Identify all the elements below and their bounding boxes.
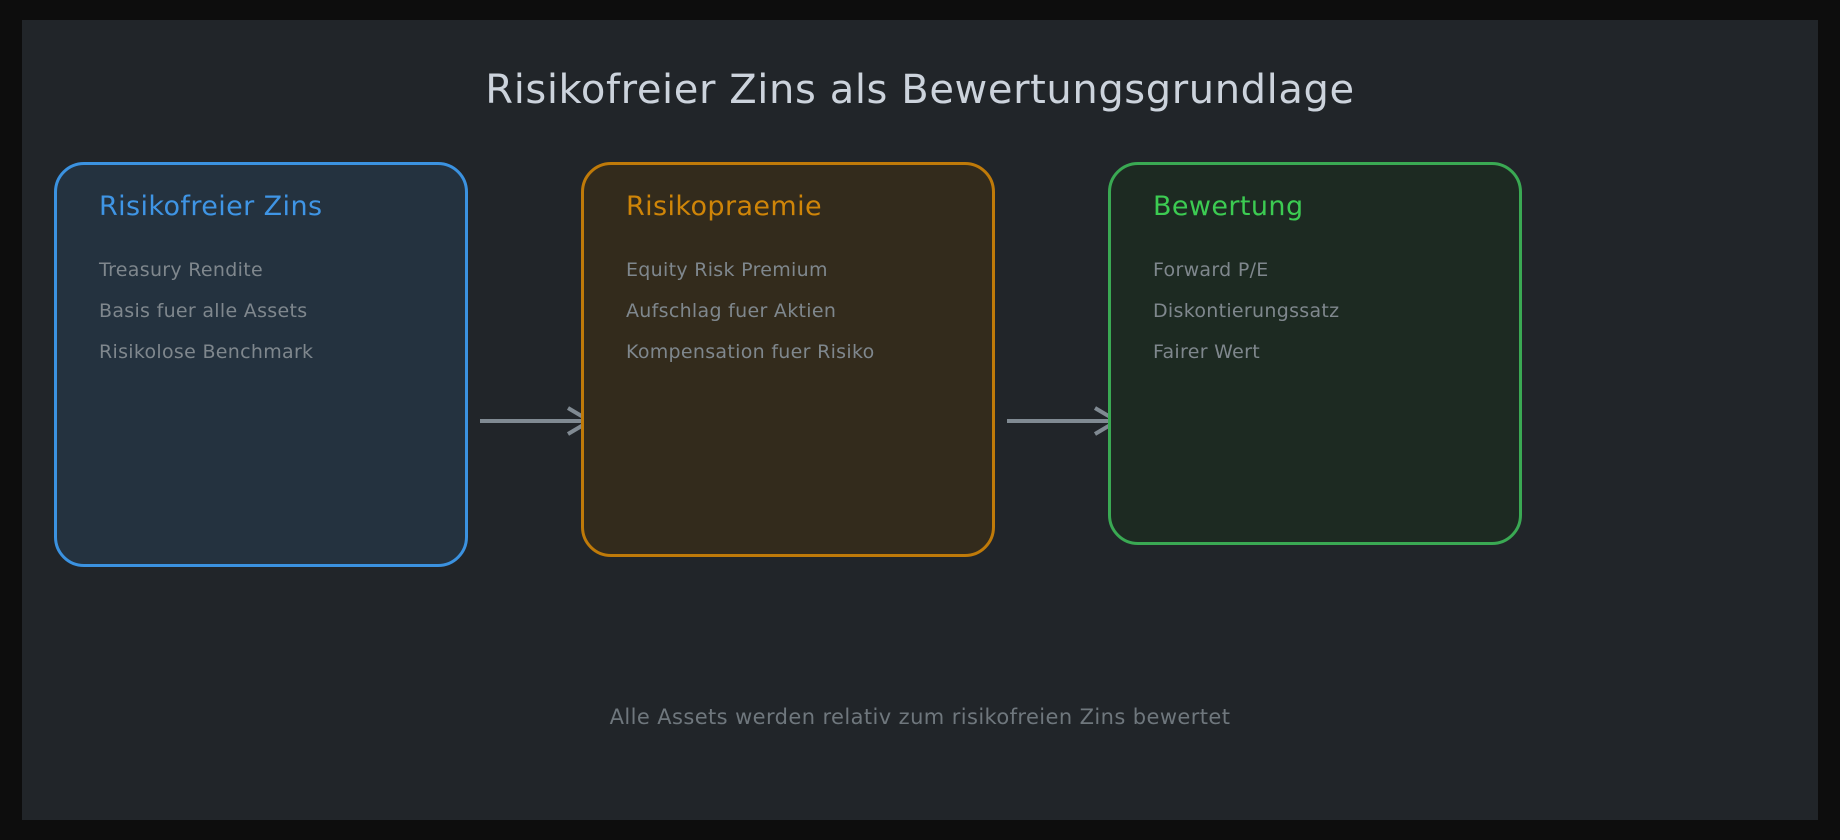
list-item: Equity Risk Premium xyxy=(626,259,828,281)
card-item-list: Forward P/E Diskontierungssatz Fairer We… xyxy=(1153,250,1503,373)
card-item-list: Equity Risk Premium Aufschlag fuer Aktie… xyxy=(626,250,976,373)
list-item: Aufschlag fuer Aktien xyxy=(626,300,837,322)
list-item: Forward P/E xyxy=(1153,259,1269,281)
list-item: Treasury Rendite xyxy=(99,259,263,281)
concept-card-risikopraemie[interactable]: Risikopraemie Equity Risk Premium Aufsch… xyxy=(581,162,995,557)
concept-card-bewertung[interactable]: Bewertung Forward P/E Diskontierungssatz… xyxy=(1108,162,1522,545)
card-item-list: Treasury Rendite Basis fuer alle Assets … xyxy=(99,250,449,373)
concept-card-risikofreier-zins[interactable]: Risikofreier Zins Treasury Rendite Basis… xyxy=(54,162,468,567)
list-item: Basis fuer alle Assets xyxy=(99,300,308,322)
arrow-right-icon xyxy=(478,405,598,437)
card-title: Bewertung xyxy=(1153,191,1304,222)
footer-caption: Alle Assets werden relativ zum risikofre… xyxy=(609,705,1231,729)
page-title: Risikofreier Zins als Bewertungsgrundlag… xyxy=(485,67,1355,113)
list-item: Kompensation fuer Risiko xyxy=(626,341,875,363)
list-item: Risikolose Benchmark xyxy=(99,341,314,363)
arrow-right-icon xyxy=(1005,405,1125,437)
card-title: Risikopraemie xyxy=(626,191,823,222)
diagram-panel: Risikofreier Zins als Bewertungsgrundlag… xyxy=(22,20,1818,820)
list-item: Diskontierungssatz xyxy=(1153,300,1340,322)
list-item: Fairer Wert xyxy=(1153,341,1260,363)
card-title: Risikofreier Zins xyxy=(99,191,323,222)
